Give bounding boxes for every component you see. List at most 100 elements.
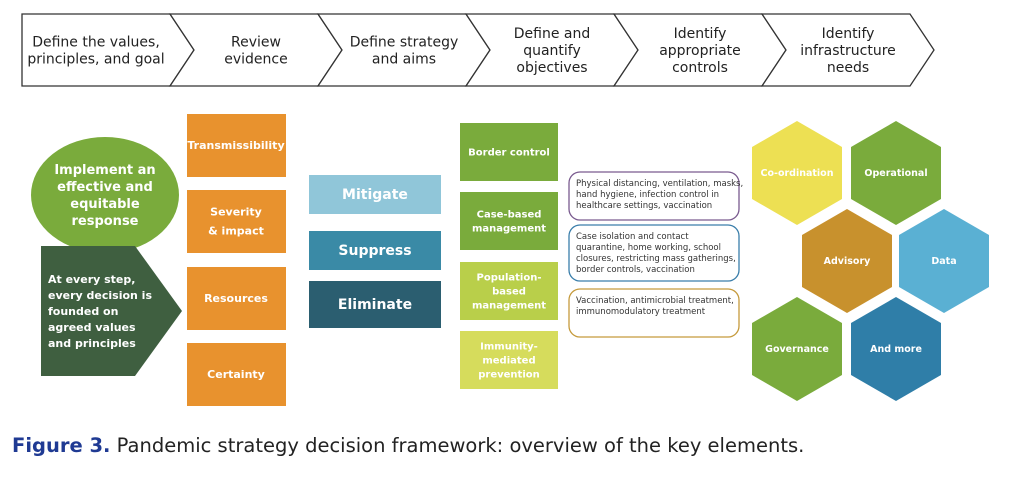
evidence-label-line: Certainty [207,368,265,381]
evidence-label: Certainty [207,368,265,381]
infrastructure-hexagon [802,209,892,313]
strategy-label: Suppress [338,243,411,259]
control-box [568,288,740,338]
evidence-label: Severity & impact [208,205,264,237]
control-line: Vaccination, antimicrobial treatment, [576,296,734,306]
infrastructure-label: Data [931,256,956,267]
step-label-line: needs [827,60,869,76]
control-line: border controls, vaccination [576,265,695,275]
goal-label-line: equitable [70,197,140,212]
step-label-line: quantify [523,43,581,59]
evidence-label: Resources [204,292,268,305]
control-boxes: Physical distancing, ventilation, masks,… [568,171,743,338]
evidence-label-line: Resources [204,292,268,305]
control-line: Case isolation and contact [576,232,689,242]
objective-label-line: Immunity- [480,342,538,353]
principle-label-line: and principles [48,337,136,350]
evidence-label-line: Severity [210,205,262,218]
evidence-label: Transmissibility [187,139,284,152]
goal-label-line: Implement an [54,163,155,178]
infrastructure-label: Operational [864,168,927,179]
infrastructure-label: Advisory [824,256,871,267]
step-label-line: objectives [516,60,587,76]
step-label-line: principles, and goal [27,51,164,67]
step-label-line: Review [231,34,281,50]
principle-label-line: founded on [48,305,118,318]
evidence-box [187,190,286,253]
objective-label-line: Case-based [477,210,542,221]
step-chevron [760,13,935,87]
objective-label: Case-based management [472,210,546,235]
step-label-line: Define and [514,26,591,42]
evidence-label-line: & impact [208,224,264,237]
goal-label-line: response [71,214,138,229]
control-line: quarantine, home working, school [576,243,721,253]
control-box [568,224,740,282]
goal-ellipse [31,137,179,253]
step-label: Define the values,principles, and goal [27,34,164,67]
step-label-line: infrastructure [800,43,896,59]
control-box [568,171,740,221]
objective-label-line: mediated [482,356,535,367]
caption-label: Figure 3. [12,434,111,457]
principle-label: At every step, every decision is founded o… [48,273,152,350]
step-label-line: Define strategy [350,34,459,50]
step-label-line: Identify [822,26,875,42]
objective-label-line: Population- [477,273,542,284]
objective-label-line: based [492,287,526,298]
step-label-line: Define the values, [32,34,160,50]
principle-label-line: At every step, [48,273,135,286]
strategy-box [309,281,441,328]
goal-label-line: effective and [57,180,153,195]
infrastructure-label: Co-ordination [761,168,834,179]
infrastructure-label: Governance [765,344,829,355]
infrastructure-hexagon [752,121,842,225]
strategy-box [309,175,441,214]
objective-label-line: prevention [478,370,540,381]
goal-group: Implement an effective and equitable respon… [31,137,179,253]
objective-box [460,192,558,250]
strategy-label: Mitigate [342,187,408,203]
objective-label: Border control [468,148,550,159]
step-label-line: Identify [674,26,727,42]
objective-label-line: management [472,301,546,312]
objective-label: Population-based management [472,273,546,312]
objective-label-line: Border control [468,148,550,159]
principle-arrow [41,246,182,376]
infrastructure-hexagon [851,121,941,225]
control-text: Physical distancing, ventilation, masks,… [576,179,743,211]
objective-label-line: management [472,224,546,235]
control-line: healthcare settings, vaccination [576,201,712,211]
objective-box [460,262,558,320]
control-line: immunomodulatory treatment [576,307,706,317]
step-chevrons: Define the values,principles, and goal Re… [21,13,935,87]
step-label-line: and aims [372,51,436,67]
infrastructure-label: And more [870,344,922,355]
evidence-box [187,114,286,177]
principle-label-line: every decision is [48,289,152,302]
step-label-line: controls [672,60,728,76]
step-label-line: evidence [224,51,287,67]
principle-group: At every step, every decision is founded o… [41,246,182,376]
objective-box [460,123,558,181]
figure-caption: Figure 3. Pandemic strategy decision fra… [12,434,804,457]
control-line: closures, restricting mass gatherings, [576,254,736,264]
caption-text: Pandemic strategy decision framework: ov… [110,434,805,457]
infrastructure-hexagon [752,297,842,401]
control-line: hand hygiene, infection control in [576,190,719,200]
evidence-label-line: Transmissibility [187,139,284,152]
evidence-box [187,343,286,406]
infrastructure-hexagon [851,297,941,401]
control-line: Physical distancing, ventilation, masks, [576,179,743,189]
strategy-box [309,231,441,270]
objective-box [460,331,558,389]
infrastructure-hexagon [899,209,989,313]
